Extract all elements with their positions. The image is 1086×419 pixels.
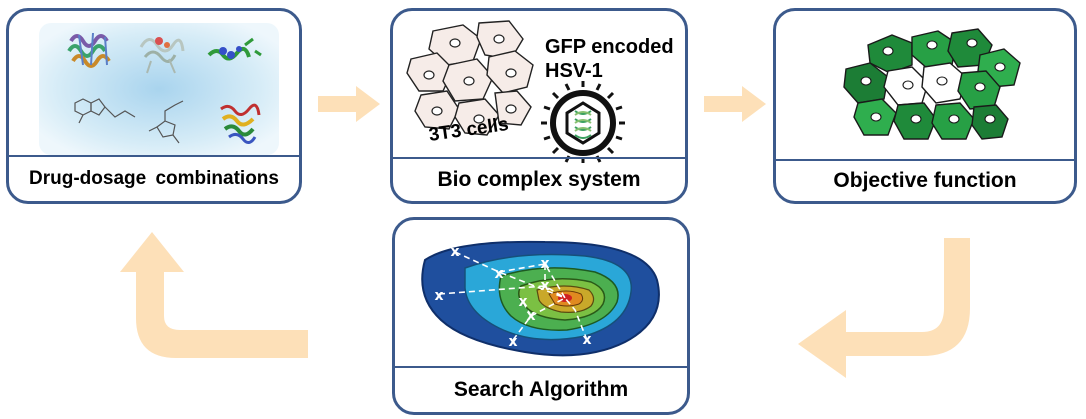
arrow-down-left-icon bbox=[798, 238, 970, 378]
virus-icon bbox=[541, 81, 625, 163]
search-point-marker: x bbox=[540, 256, 549, 272]
protein-icon bbox=[67, 32, 111, 68]
objective-function-panel: Objective function bbox=[773, 8, 1077, 204]
search-point-marker: x bbox=[526, 308, 535, 324]
arrow-right-icon bbox=[318, 86, 380, 122]
search-point-marker: x bbox=[450, 244, 459, 260]
arrow-up-icon bbox=[120, 232, 308, 358]
bio-complex-label: Bio complex system bbox=[393, 157, 685, 201]
search-point-marker: x bbox=[540, 278, 549, 294]
protein-icon bbox=[139, 37, 185, 74]
search-algorithm-label: Search Algorithm bbox=[395, 366, 687, 412]
contour-map-icon: x x x x x x x x x bbox=[421, 240, 660, 357]
gfp-cells-image bbox=[843, 28, 1021, 140]
molecule-icon bbox=[74, 98, 184, 144]
gfp-cell-nuclei bbox=[860, 38, 1006, 124]
bio-complex-panel: GFP encoded HSV-1 3T3 cells Bio complex … bbox=[390, 8, 688, 204]
search-algorithm-panel: x x x x x x x x x Search Algorithm bbox=[392, 217, 690, 415]
drug-dosage-label: Drug-dosage combinations bbox=[9, 155, 299, 201]
search-point-marker: x bbox=[582, 332, 591, 348]
cells-virus-image bbox=[406, 20, 625, 163]
arrow-right-icon bbox=[704, 86, 766, 122]
gfp-label: GFP encoded bbox=[545, 36, 674, 58]
protein-icon bbox=[220, 103, 261, 144]
drug-dosage-panel: Drug-dosage combinations bbox=[6, 8, 302, 204]
drug-collage-image bbox=[39, 23, 279, 155]
search-point-marker: x bbox=[518, 294, 527, 310]
cell-nuclei bbox=[423, 34, 517, 124]
search-point-marker: x bbox=[508, 334, 517, 350]
search-point-marker: x bbox=[494, 266, 503, 282]
protein-icon bbox=[207, 37, 262, 61]
search-point-marker: x bbox=[434, 288, 443, 304]
objective-function-label: Objective function bbox=[776, 159, 1074, 201]
hsv-label: HSV-1 bbox=[545, 60, 603, 82]
